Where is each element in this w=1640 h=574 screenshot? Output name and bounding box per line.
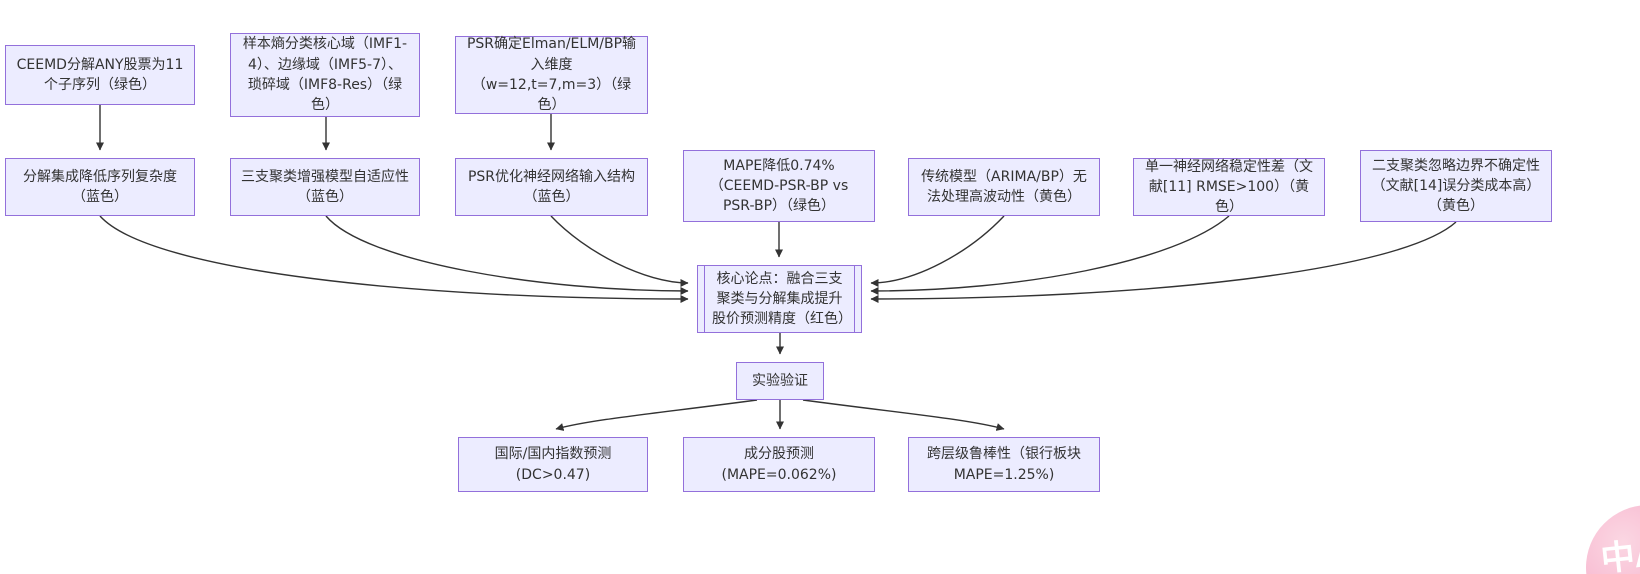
edge-decomp-to-core: [99, 215, 689, 303]
edge-threeway-to-core: [325, 215, 689, 295]
node-component-stock-prediction: 成分股预测 (MAPE=0.062%): [683, 437, 875, 492]
node-mape-reduction-label: MAPE降低0.74%（CEEMD-PSR-BP vs PSR-BP）（绿色）: [709, 157, 849, 215]
node-cross-level-robustness-label: 跨层级鲁棒性（银行板块 MAPE=1.25%): [927, 446, 1081, 483]
node-experiment-validation: 实验验证: [736, 362, 824, 400]
node-mape-reduction: MAPE降低0.74%（CEEMD-PSR-BP vs PSR-BP）（绿色）: [683, 150, 875, 222]
node-psr-dimension-label: PSR确定Elman/ELM/BP输入维度（w=12,t=7,m=3）（绿色）: [466, 36, 637, 114]
node-traditional-model: 传统模型（ARIMA/BP）无法处理高波动性（黄色）: [908, 158, 1100, 216]
node-sample-entropy: 样本熵分类核心域（IMF1-4）、边缘域（IMF5-7）、琐碎域（IMF8-Re…: [230, 33, 420, 117]
node-three-way-clustering-label: 三支聚类增强模型自适应性（蓝色）: [241, 168, 409, 205]
node-traditional-model-label: 传统模型（ARIMA/BP）无法处理高波动性（黄色）: [921, 168, 1087, 205]
node-psr-dimension: PSR确定Elman/ELM/BP输入维度（w=12,t=7,m=3）（绿色）: [455, 36, 648, 114]
node-two-way-clustering: 二支聚类忽略边界不确定性（文献[14]误分类成本高）（黄色）: [1360, 150, 1552, 222]
node-single-nn: 单一神经网络稳定性差（文献[11] RMSE>100）（黄色）: [1133, 158, 1325, 216]
node-decomposition-ensemble-label: 分解集成降低序列复杂度（蓝色）: [23, 168, 177, 205]
node-core-thesis: 核心论点：融合三支聚类与分解集成提升股价预测精度（红色）: [697, 265, 862, 333]
node-index-prediction-label: 国际/国内指数预测 (DC>0.47): [494, 446, 612, 483]
node-single-nn-label: 单一神经网络稳定性差（文献[11] RMSE>100）（黄色）: [1145, 158, 1313, 216]
translate-badge[interactable]: 中A: [1579, 498, 1640, 574]
node-decomposition-ensemble: 分解集成降低序列复杂度（蓝色）: [5, 158, 195, 216]
edge-experiment-to-robustness: [802, 399, 1005, 431]
edge-experiment-to-index: [555, 399, 758, 431]
node-psr-optimize: PSR优化神经网络输入结构（蓝色）: [455, 158, 648, 216]
node-psr-optimize-label: PSR优化神经网络输入结构（蓝色）: [467, 168, 636, 205]
node-sample-entropy-label: 样本熵分类核心域（IMF1-4）、边缘域（IMF5-7）、琐碎域（IMF8-Re…: [242, 36, 408, 114]
node-component-stock-prediction-label: 成分股预测 (MAPE=0.062%): [721, 446, 837, 483]
node-three-way-clustering: 三支聚类增强模型自适应性（蓝色）: [230, 158, 420, 216]
node-ceemd-decompose: CEEMD分解ANY股票为11个子序列（绿色）: [5, 45, 195, 105]
node-core-thesis-label: 核心论点：融合三支聚类与分解集成提升股价预测精度（红色）: [712, 270, 852, 328]
translate-badge-label: 中A: [1598, 533, 1640, 574]
node-experiment-validation-label: 实验验证: [752, 372, 808, 389]
edge-psropt-to-core: [550, 215, 689, 287]
node-cross-level-robustness: 跨层级鲁棒性（银行板块 MAPE=1.25%): [908, 437, 1100, 492]
node-index-prediction: 国际/国内指数预测 (DC>0.47): [458, 437, 648, 492]
node-two-way-clustering-label: 二支聚类忽略边界不确定性（文献[14]误分类成本高）（黄色）: [1371, 157, 1541, 215]
node-ceemd-decompose-label: CEEMD分解ANY股票为11个子序列（绿色）: [16, 56, 184, 93]
edge-twoway-to-core: [870, 221, 1457, 303]
edge-traditional-to-core: [870, 215, 1005, 287]
edge-singlenn-to-core: [870, 215, 1230, 295]
